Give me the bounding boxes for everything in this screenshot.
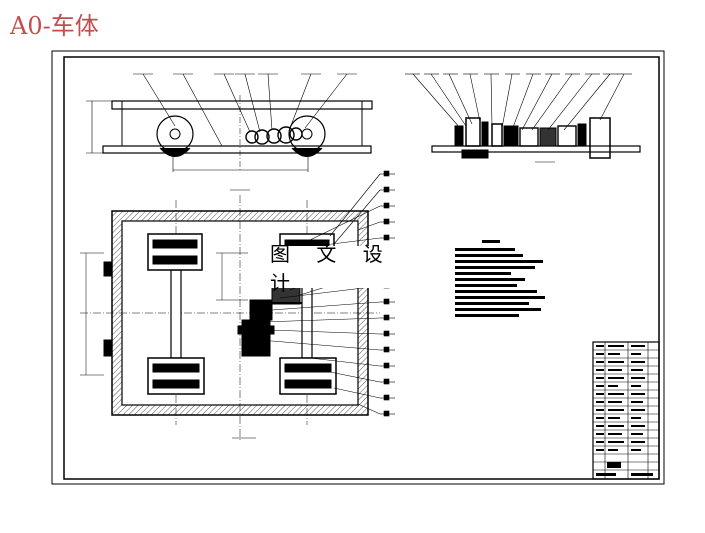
plan-view	[80, 189, 380, 440]
outer-border	[51, 50, 665, 485]
watermark-label: 图 文 设 计	[270, 242, 432, 295]
inner-border	[63, 56, 660, 480]
drive-assembly-view	[412, 73, 641, 163]
title-block	[592, 341, 660, 480]
technical-notes-block	[455, 240, 545, 317]
side-elevation-view	[86, 73, 373, 172]
page-title: A0-车体	[10, 12, 99, 40]
